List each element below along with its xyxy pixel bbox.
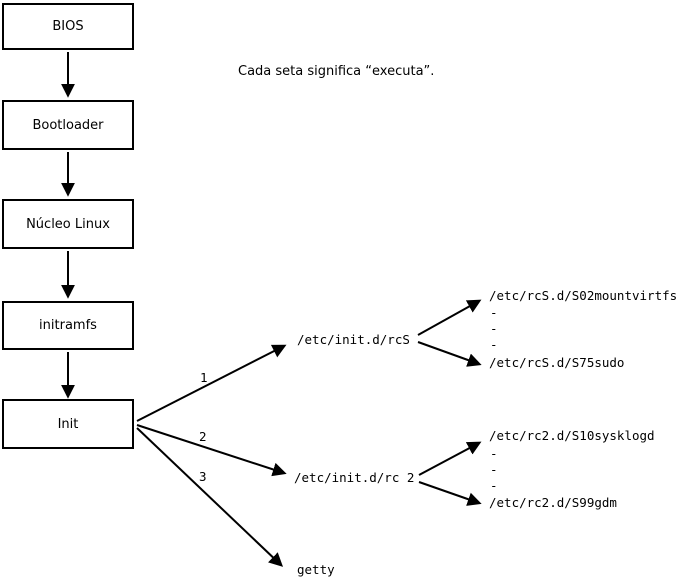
- arrow-meaning-annotation: Cada seta significa “executa”.: [238, 64, 435, 79]
- rcs-ellipsis-dash: -: [490, 321, 498, 336]
- arrow-rcs-to-first: [417, 299, 482, 336]
- node-bios: BIOS: [2, 3, 134, 50]
- arrow-rcs-to-last: [417, 341, 482, 367]
- rc2-last-script-label: /etc/rc2.d/S99gdm: [489, 495, 617, 510]
- arrow-init-to-rcs: [136, 344, 287, 422]
- node-initramfs: initramfs: [2, 301, 134, 350]
- branch-3-target-label: getty: [297, 562, 335, 577]
- rcs-first-script-label: /etc/rcS.d/S02mountvirtfs: [489, 288, 678, 303]
- arrow-init-to-rc2: [136, 424, 287, 477]
- node-bios-label: BIOS: [52, 19, 84, 34]
- rcs-ellipsis-dash: -: [490, 337, 498, 352]
- branch-3-number: 3: [199, 469, 207, 484]
- node-bootloader-label: Bootloader: [32, 117, 104, 133]
- node-nucleo-linux: Núcleo Linux: [2, 199, 134, 249]
- branch-1-target-label: /etc/init.d/rcS: [297, 332, 410, 347]
- arrow-rc2-to-first: [418, 441, 482, 476]
- node-nucleo-linux-label: Núcleo Linux: [26, 216, 110, 232]
- node-initramfs-label: initramfs: [39, 318, 97, 333]
- rc2-ellipsis-dash: -: [490, 446, 498, 461]
- branch-1-number: 1: [200, 370, 208, 385]
- branch-2-target-label: /etc/init.d/rc 2: [294, 470, 415, 485]
- rc2-ellipsis-dash: -: [490, 478, 498, 493]
- arrow-init-to-getty: [136, 427, 284, 567]
- rc2-ellipsis-dash: -: [490, 462, 498, 477]
- node-init: Init: [2, 399, 134, 449]
- rcs-last-script-label: /etc/rcS.d/S75sudo: [489, 355, 625, 370]
- rc2-first-script-label: /etc/rc2.d/S10sysklogd: [489, 428, 655, 443]
- rcs-ellipsis-dash: -: [490, 305, 498, 320]
- node-init-label: Init: [57, 416, 79, 432]
- branch-2-number: 2: [199, 429, 207, 444]
- node-bootloader: Bootloader: [2, 100, 134, 150]
- arrow-rc2-to-last: [418, 481, 482, 506]
